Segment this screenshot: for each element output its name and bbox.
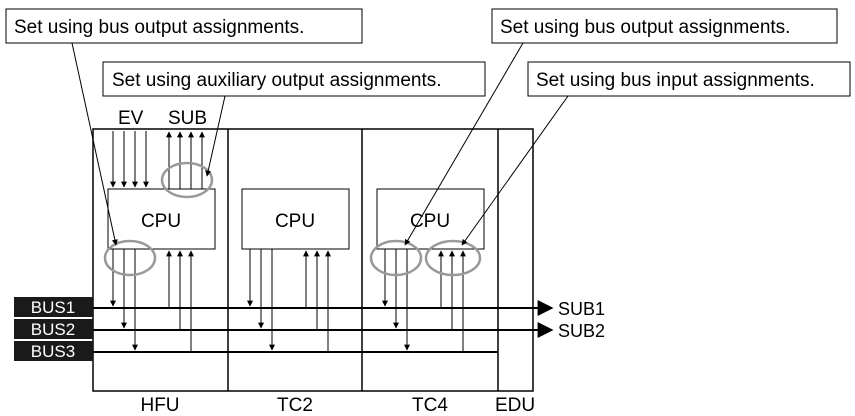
sub-label: SUB [168, 108, 207, 129]
callout-bus-output-left: Set using bus output assignments. [5, 8, 363, 44]
callout-bus-output-right: Set using bus output assignments. [491, 8, 838, 44]
ev-signal-lines [110, 131, 149, 188]
sub2-output-label: SUB2 [558, 321, 605, 341]
callout-bus-output-left-text: Set using bus output assignments. [14, 17, 304, 38]
unit-name-tc2: TC2 [277, 395, 313, 416]
tc2-cpu-label: CPU [275, 211, 315, 232]
tc2-bus-input-lines [303, 250, 331, 352]
bus1-tag: BUS1 [14, 297, 93, 317]
tc4-cpu-label: CPU [410, 211, 450, 232]
callout-bus-output-right-text: Set using bus output assignments. [500, 17, 790, 38]
unit-name-edu: EDU [495, 395, 535, 416]
tc4-bus-input-lines [438, 250, 466, 352]
tc4-bus-input-highlight [424, 239, 482, 277]
callout-aux-output-text: Set using auxiliary output assignments. [112, 70, 442, 91]
callout-aux-output: Set using auxiliary output assignments. [102, 61, 486, 97]
hfu-sub-highlight [160, 161, 214, 199]
callout-pointers [71, 42, 569, 246]
bus3-label: BUS3 [31, 342, 75, 361]
hfu-bus-input-lines [166, 250, 194, 352]
unit-name-hfu: HFU [140, 395, 179, 416]
pointer-aux-output [205, 95, 226, 177]
ev-label: EV [118, 108, 144, 129]
tc4-bus-output-lines [382, 249, 410, 351]
hfu-cpu-label: CPU [141, 211, 181, 232]
callout-bus-input: Set using bus input assignments. [527, 61, 851, 97]
tc4-bus-output-highlight [369, 239, 423, 277]
highlight-ellipses [103, 161, 482, 277]
bus3-tag: BUS3 [14, 341, 93, 361]
unit-name-tc4: TC4 [412, 395, 448, 416]
bus1-label: BUS1 [31, 298, 75, 317]
bus-lines [93, 300, 554, 353]
tc2-bus-output-lines [247, 249, 275, 351]
pointer-bus-input [461, 95, 569, 246]
sub1-output-label: SUB1 [558, 299, 605, 319]
tc2-cpu-box: CPU [241, 188, 350, 250]
callout-bus-input-text: Set using bus input assignments. [536, 70, 815, 91]
unit-frame [92, 128, 534, 392]
pointer-bus-output-left [71, 42, 118, 246]
pointer-bus-output-right [404, 42, 524, 246]
sub-signal-lines [166, 131, 205, 189]
hfu-cpu-box: CPU [107, 188, 216, 250]
hfu-bus-output-highlight [103, 239, 157, 277]
hfu-bus-output-lines [110, 249, 138, 351]
bus2-label: BUS2 [31, 320, 75, 339]
bus2-tag: BUS2 [14, 319, 93, 339]
